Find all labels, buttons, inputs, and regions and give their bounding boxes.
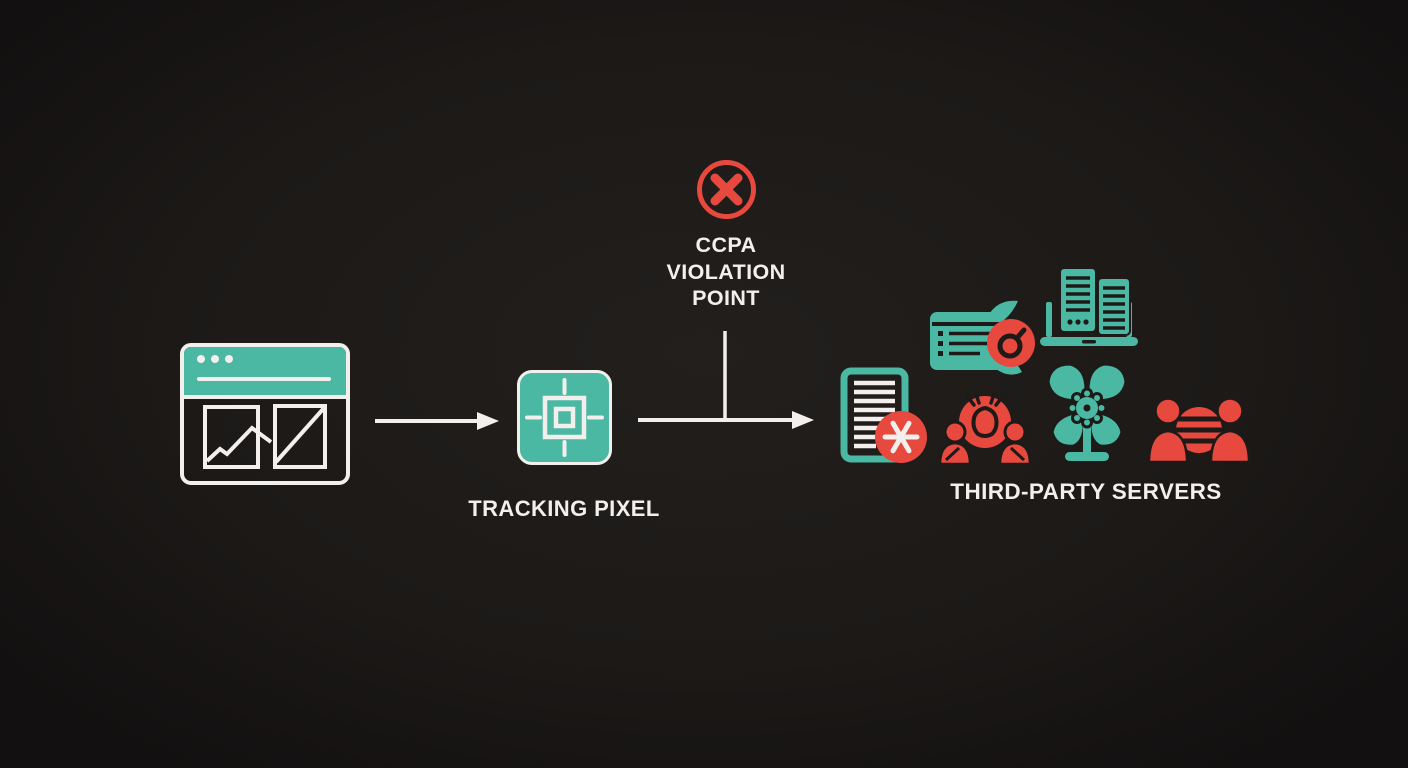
user-left-head xyxy=(943,420,967,444)
browser-header xyxy=(184,347,346,399)
browser-body xyxy=(184,399,346,481)
browser-dot xyxy=(211,355,219,363)
gear-hub xyxy=(1066,387,1108,429)
asterisk-glyph xyxy=(882,420,920,454)
tracking-pixel-label: TRACKING PIXEL xyxy=(468,496,660,521)
fan-stand xyxy=(1083,420,1091,452)
users-globe-icon xyxy=(1148,397,1250,462)
violation-label-line2: VIOLATION xyxy=(666,259,786,284)
browser-address-bar xyxy=(197,377,331,381)
document-asterisk-icon xyxy=(840,367,927,463)
analytics-chart-icon xyxy=(203,404,327,469)
bug-body xyxy=(959,396,1011,448)
browser-dot xyxy=(225,355,233,363)
tracking-pixel-icon xyxy=(517,370,612,465)
tracker-badge xyxy=(987,319,1035,367)
user-left-head xyxy=(1154,397,1182,425)
pixel-crosshair-glyph xyxy=(525,378,604,457)
server-laptop-icon xyxy=(1040,267,1138,346)
window-list-rows xyxy=(938,331,994,356)
bug-antennae xyxy=(965,392,1005,407)
violation-label: CCPA VIOLATION POINT xyxy=(636,232,816,312)
fan-blade xyxy=(1046,362,1088,403)
browser-dot xyxy=(197,355,205,363)
arrow-website-to-pixel xyxy=(375,412,499,430)
violation-label-line1: CCPA xyxy=(695,233,757,257)
violation-label-line3: POINT xyxy=(692,286,760,310)
user-right-body xyxy=(1209,429,1250,462)
bug-head-outline xyxy=(971,405,999,438)
arrow-pixel-to-servers xyxy=(638,331,814,429)
server-tower-left xyxy=(1059,267,1097,333)
browser-window-icon xyxy=(180,343,350,485)
fan-base xyxy=(1065,452,1109,461)
third-party-servers-label: THIRD-PARTY SERVERS xyxy=(950,479,1222,504)
fan-blade xyxy=(1086,362,1128,403)
user-left-body xyxy=(1148,429,1189,462)
error-x-icon xyxy=(697,160,756,219)
data-window-wings-icon xyxy=(930,300,1035,375)
fan-gear-icon xyxy=(1046,362,1128,461)
bug-users-icon xyxy=(938,392,1032,464)
user-right-head xyxy=(1003,420,1027,444)
user-right-head xyxy=(1216,397,1244,425)
